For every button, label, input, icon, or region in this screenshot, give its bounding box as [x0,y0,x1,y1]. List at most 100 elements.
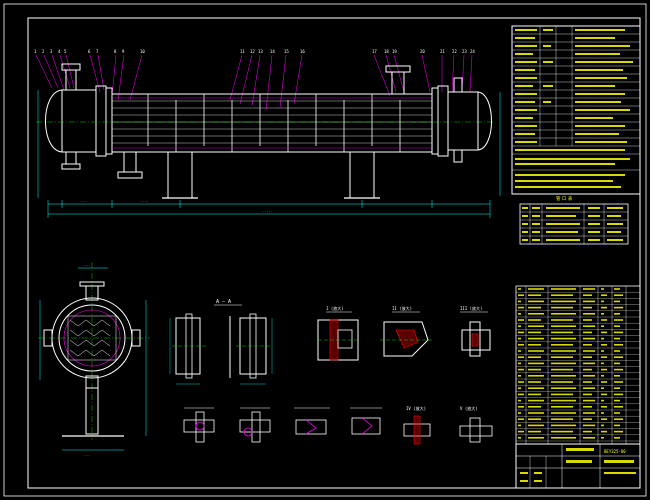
svg-text:2: 2 [42,49,45,54]
parts-cell-text [614,344,623,346]
right-saddle-support [349,151,375,199]
parts-cell-text [528,331,541,334]
parts-cell-text [614,294,623,296]
parts-cell-text [583,350,595,352]
detail-view-I: I (放大) [317,305,359,361]
parts-cell-text [601,313,604,315]
parts-cell-text [528,362,544,365]
parts-cell-text [528,313,544,315]
parts-cell-text [528,424,544,427]
drawing-number: BEY325-80 [604,449,626,454]
parts-cell-text [518,375,521,377]
svg-text:4: 4 [58,49,61,54]
parts-cell-text [518,381,524,383]
parts-cell-text [601,399,604,402]
left-channel-head [45,89,63,153]
parts-cell-text [614,362,620,365]
svg-text:20: 20 [420,49,425,54]
parts-cell-text [528,393,541,396]
parts-cell-text [583,387,595,389]
svg-text:18: 18 [384,49,389,54]
parts-cell-text [601,430,607,433]
parts-cell-text [583,375,595,377]
end-section-view: ------- [38,262,150,457]
parts-cell-text [528,319,541,321]
parts-cell-text [583,306,592,309]
parts-cell-text [583,356,592,358]
tie-rods [112,97,432,149]
detail-IV-label: IV (放大) [406,405,426,411]
parts-cell-text [614,430,623,433]
parts-cell-text [583,424,595,427]
parts-cell-text [583,412,595,414]
parts-cell-text [583,381,592,383]
parts-cell-text [614,381,623,383]
parts-cell-text [601,356,607,358]
right-floating-head [477,91,492,151]
parts-cell-text [614,350,620,352]
detail-III-label: III (放大) [460,305,482,311]
left-flange [95,85,107,157]
svg-text:5: 5 [64,49,67,54]
parts-cell-text [601,424,604,427]
parts-cell-text [551,306,573,309]
svg-text:3: 3 [50,49,53,54]
end-view-right-nozzle [131,329,141,347]
parts-cell-text [551,325,576,327]
parts-cell-text [551,424,576,427]
parts-cell-text [528,288,544,290]
parts-cell-text [583,319,592,321]
parts-cell-text [601,325,604,327]
parts-cell-text [551,406,573,408]
parts-cell-text [583,406,592,408]
parts-cell-text [614,387,620,389]
parts-cell-text [528,412,544,414]
parts-cell-text [551,313,576,315]
parts-cell-text [528,300,544,303]
parts-cell-text [614,356,623,358]
parts-cell-text [528,325,544,327]
parts-cell-text [551,387,576,389]
parts-cell-text [614,288,620,290]
parts-cell-text [551,350,576,352]
parts-cell-text [614,337,620,340]
parts-cell-text [551,344,573,346]
shell-inlet-flange [385,65,411,73]
parts-cell-text [551,362,576,365]
parts-cell-text [601,331,607,334]
svg-text:21: 21 [440,49,445,54]
parts-cell-text [601,362,604,365]
svg-text:13: 13 [258,49,263,54]
weld-details-row [183,407,382,443]
svg-text:1: 1 [34,49,37,54]
dimension-values: ------------ [80,199,273,213]
parts-cell-text [614,418,623,420]
parts-cell-text [601,412,604,414]
technical-table [511,25,641,195]
left-bottom-nozzle [65,151,77,165]
parts-cell-text [614,393,623,396]
parts-cell-text [518,362,521,365]
outer-border [3,3,647,497]
parts-cell-text [518,387,521,389]
parts-cell-text [518,437,521,439]
parts-cell-text [614,325,620,327]
parts-cell-text [583,288,595,290]
parts-cell-text [601,393,607,396]
end-view-dim-text: ------- [82,263,90,457]
parts-cell-text [518,418,524,420]
svg-text:11: 11 [240,49,245,54]
parts-cell-text [518,313,521,315]
parts-cell-text [528,430,541,433]
parts-cell-text [601,387,604,389]
parts-cell-text [551,337,576,340]
section-aa-view: A — A [169,299,273,385]
svg-text:----: ---- [82,263,90,267]
shell-body [111,93,433,153]
parts-cell-text [583,418,592,420]
parts-cell-text [518,424,521,427]
parts-cell-text [528,337,544,340]
parts-cell-text [601,319,607,321]
